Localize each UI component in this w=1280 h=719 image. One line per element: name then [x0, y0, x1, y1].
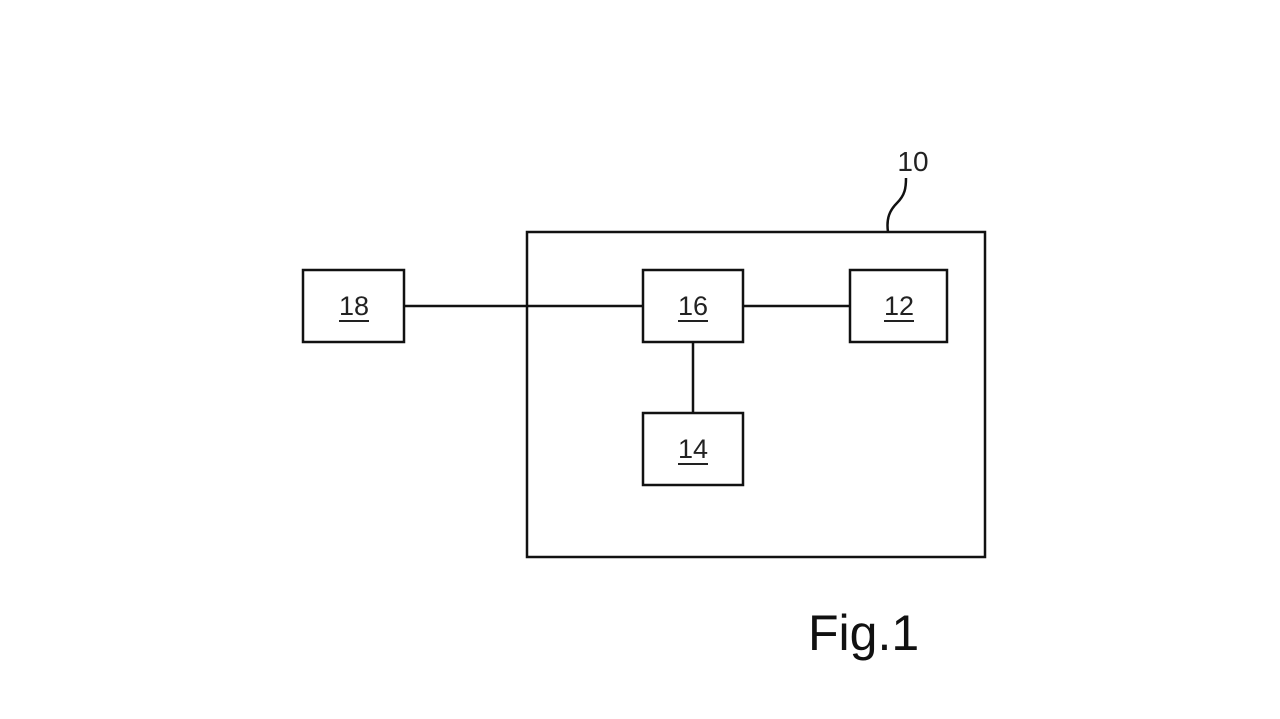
block-12-label: 12: [884, 291, 914, 321]
figure-caption: Fig.1: [808, 605, 919, 661]
block-12: 12: [848, 268, 949, 344]
block-18-box: [301, 268, 406, 344]
block-16: 16: [641, 268, 745, 344]
block-18-label: 18: [339, 291, 369, 321]
block-16-box: [641, 268, 745, 344]
block-14: 14: [641, 411, 745, 487]
reference-label-10: 10: [897, 146, 928, 177]
leader-line-10: [886, 177, 908, 233]
block-12-box: [848, 268, 949, 344]
block-18: 18: [301, 268, 406, 344]
block-14-box: [641, 411, 745, 487]
block-14-label: 14: [678, 434, 708, 464]
block-16-label: 16: [678, 291, 708, 321]
